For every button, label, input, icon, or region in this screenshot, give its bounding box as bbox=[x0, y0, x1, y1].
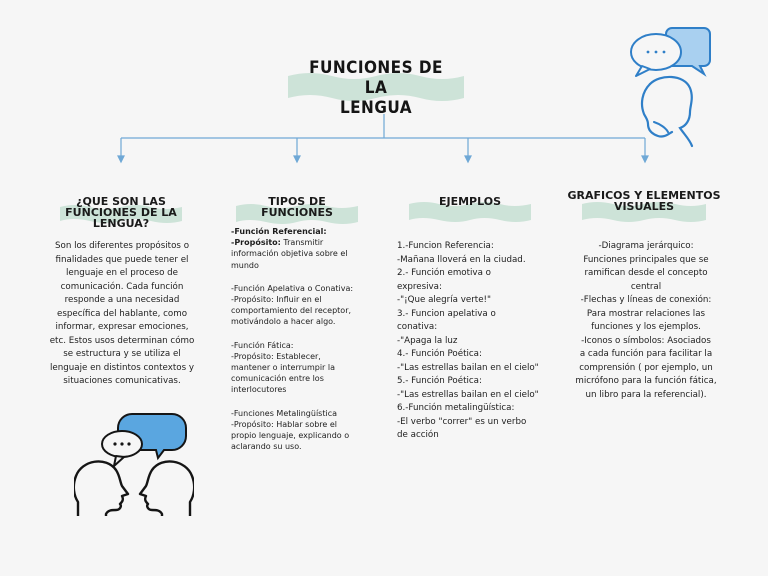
column4-body: -Diagrama jerárquico: Funciones principa… bbox=[568, 240, 724, 402]
visual-line: -Flechas y líneas de conexión: bbox=[580, 295, 712, 305]
example-line: -"Las estrellas bailan en el cielo" bbox=[397, 362, 539, 373]
visual-line: Funciones principales que se bbox=[583, 254, 709, 265]
function-item: -Función Apelativa o Conativa: -Propósit… bbox=[231, 283, 354, 327]
function-item: -Función Referencial: -Propósito: Transm… bbox=[231, 227, 348, 270]
column4-heading: GRAFICOS Y ELEMENTOS VISUALES bbox=[567, 189, 721, 213]
column1-heading: ¿QUE SON LAS FUNCIONES DE LA LENGUA? bbox=[65, 195, 177, 230]
example-line: de acción bbox=[397, 430, 439, 440]
column2-wave bbox=[236, 204, 358, 224]
example-line: 3.- Funcion apelativa o bbox=[397, 308, 496, 319]
chat-bubbles-head-icon bbox=[630, 27, 711, 148]
visual-line: funciones y los ejemplos. bbox=[591, 322, 701, 332]
visual-line: micrófono para la función fática, bbox=[575, 376, 717, 386]
column3-heading: EJEMPLOS bbox=[438, 195, 502, 208]
visual-line: central bbox=[630, 281, 662, 292]
column2-heading: TIPOS DE FUNCIONES bbox=[261, 195, 333, 219]
visual-line: -Diagrama jerárquico: bbox=[598, 241, 694, 251]
page-title-line2: LENGUA bbox=[339, 98, 413, 118]
example-line: -"Las estrellas bailan en el cielo" bbox=[397, 389, 539, 400]
column4-wave bbox=[582, 202, 706, 222]
visual-line: -Iconos o símbolos: Asociados bbox=[581, 335, 711, 346]
visual-line: Para mostrar relaciones las bbox=[586, 308, 706, 319]
example-line: -"¡Que alegría verte!" bbox=[397, 295, 492, 305]
example-line: 2.- Función emotiva o bbox=[397, 268, 491, 278]
column1-body: Son los diferentes propósitos o finalida… bbox=[49, 241, 195, 386]
visual-line: un libro para la referencial). bbox=[585, 389, 707, 400]
function-item: -Funciones Metalingüística -Propósito: H… bbox=[231, 408, 350, 452]
visual-line: a cada función para facilitar la bbox=[579, 349, 713, 359]
two-heads-conversation-icon bbox=[74, 413, 194, 516]
visual-line: comprensión ( por ejemplo, un bbox=[579, 362, 713, 373]
example-line: -"Apaga la luz bbox=[397, 335, 458, 346]
title-wave bbox=[288, 73, 464, 101]
column3-wave bbox=[409, 202, 531, 222]
page-title-line1: FUNCIONES DE LA bbox=[309, 58, 443, 98]
hierarchy-connectors bbox=[117, 114, 649, 164]
column2-body: -Función Referencial: -Propósito: Transm… bbox=[231, 226, 357, 464]
page-title: FUNCIONES DE LA LENGUA bbox=[299, 58, 454, 118]
example-line: 4.- Función Poética: bbox=[397, 349, 482, 359]
example-line: expresiva: bbox=[397, 281, 442, 292]
example-line: conativa: bbox=[397, 322, 438, 332]
example-line: -Mañana lloverá en la ciudad. bbox=[397, 254, 526, 265]
example-line: 1.-Funcion Referencia: bbox=[397, 241, 494, 251]
example-line: 6.-Función metalingüística: bbox=[397, 403, 515, 413]
column3-body: 1.-Funcion Referencia: -Mañana lloverá e… bbox=[397, 240, 557, 443]
function-item: -Función Fática: -Propósito: Establecer,… bbox=[231, 340, 335, 395]
example-line: 5.- Función Poética: bbox=[397, 376, 482, 386]
example-line: -El verbo "correr" es un verbo bbox=[397, 416, 527, 427]
column1-wave bbox=[60, 205, 182, 223]
visual-line: ramifican desde el concepto bbox=[584, 268, 708, 278]
